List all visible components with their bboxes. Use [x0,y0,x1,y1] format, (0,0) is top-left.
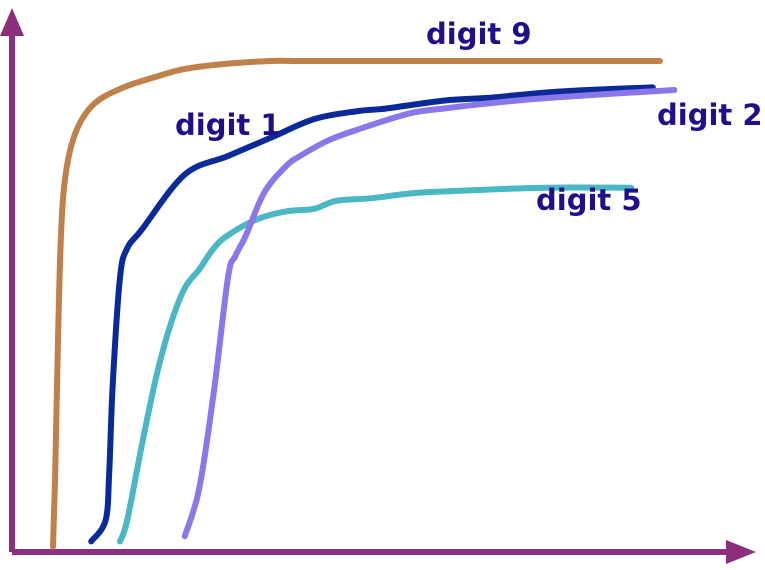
series-label-digit-2: digit 2 [657,98,763,132]
x-axis [12,540,756,564]
series-line-digit-9 [50,57,663,550]
series-line-digit-1 [88,84,656,545]
y-axis [0,8,24,552]
series-label-digit-5: digit 5 [536,183,642,217]
x-axis-arrowhead [726,540,756,564]
series-label-digit-1: digit 1 [175,108,281,142]
series-line-digit-5 [117,184,635,545]
series-line-digit-2 [181,87,678,540]
series-layer [50,57,678,550]
y-axis-arrowhead [0,8,24,36]
series-label-digit-9: digit 9 [426,17,532,51]
